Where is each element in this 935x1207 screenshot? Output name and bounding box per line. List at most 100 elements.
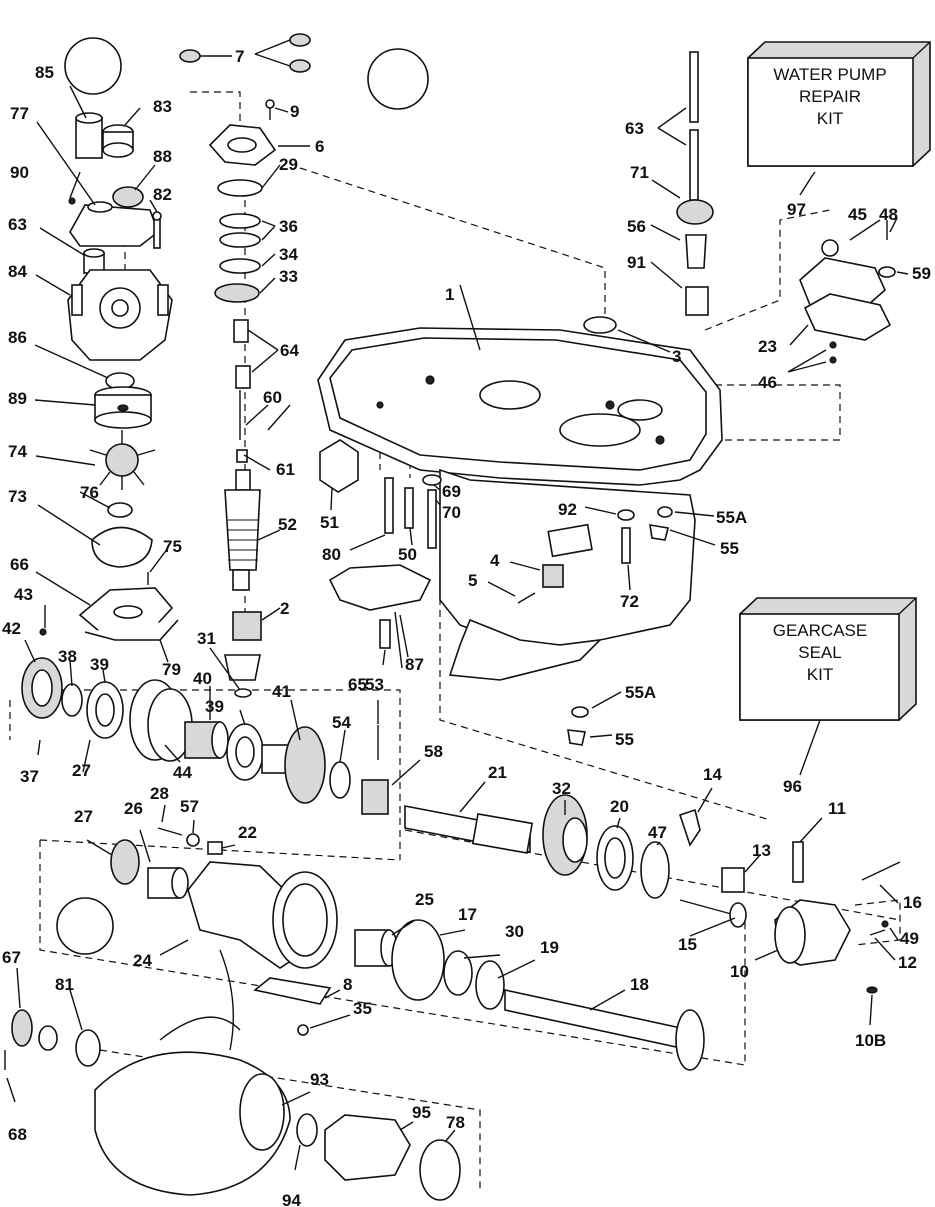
label-65: 65: [348, 675, 367, 694]
label-91: 91: [627, 253, 646, 272]
label-1: 1: [445, 285, 454, 304]
label-16: 16: [903, 893, 922, 912]
label-87: 87: [405, 655, 424, 674]
label-30: 30: [505, 922, 524, 941]
water-pump-kit-line-2: REPAIR: [799, 87, 861, 106]
label-61: 61: [276, 460, 295, 479]
label-27a: 27: [72, 761, 91, 780]
label-55a-lower: 55A: [625, 683, 656, 702]
label-42: 42: [2, 619, 21, 638]
label-72: 72: [620, 592, 639, 611]
label-7: 7: [235, 47, 244, 66]
label-25: 25: [415, 890, 434, 909]
label-41: 41: [272, 682, 291, 701]
label-86: 86: [8, 328, 27, 347]
label-50: 50: [398, 545, 417, 564]
label-49: 49: [900, 929, 919, 948]
label-2: 2: [280, 599, 289, 618]
label-55b: 55: [615, 730, 634, 749]
label-17: 17: [458, 905, 477, 924]
label-3: 3: [672, 347, 681, 366]
label-21: 21: [488, 763, 507, 782]
label-5: 5: [468, 571, 477, 590]
label-35: 35: [353, 999, 372, 1018]
label-73: 73: [8, 487, 27, 506]
label-96: 96: [783, 777, 802, 796]
label-63-right: 63: [625, 119, 644, 138]
label-38: 38: [58, 647, 77, 666]
label-94: 94: [282, 1191, 301, 1207]
label-36: 36: [279, 217, 298, 236]
water-pump-repair-kit-box: WATER PUMP REPAIR KIT: [747, 41, 931, 167]
label-45: 45: [848, 205, 867, 224]
label-40: 40: [193, 669, 212, 688]
label-84: 84: [8, 262, 27, 281]
label-93: 93: [310, 1070, 329, 1089]
label-81: 81: [55, 975, 74, 994]
label-55a-upper: 55A: [716, 508, 747, 527]
label-20: 20: [610, 797, 629, 816]
label-23: 23: [758, 337, 777, 356]
label-43: 43: [14, 585, 33, 604]
label-55a: 55: [720, 539, 739, 558]
label-79: 79: [162, 660, 181, 679]
label-66: 66: [10, 555, 29, 574]
water-pump-kit-line-3: KIT: [817, 109, 843, 128]
label-39b: 39: [205, 697, 224, 716]
label-76: 76: [80, 483, 99, 502]
part-number-labels: 1 2 3 4 5 6 7 8 9 10 10B 11 12 13 14 15 …: [2, 47, 931, 1207]
label-15: 15: [678, 935, 697, 954]
gearcase-seal-kit-line-3: KIT: [807, 665, 833, 684]
label-28: 28: [150, 784, 169, 803]
label-64: 64: [280, 341, 299, 360]
label-63-left: 63: [8, 215, 27, 234]
label-60: 60: [263, 388, 282, 407]
label-95: 95: [412, 1103, 431, 1122]
label-12: 12: [898, 953, 917, 972]
label-46: 46: [758, 373, 777, 392]
label-56: 56: [627, 217, 646, 236]
gearcase-housing: [317, 327, 723, 681]
label-4: 4: [490, 551, 500, 570]
gearcase-seal-kit-line-2: SEAL: [798, 643, 841, 662]
label-39a: 39: [90, 655, 109, 674]
label-9: 9: [290, 102, 299, 121]
label-14: 14: [703, 765, 722, 784]
label-29: 29: [279, 155, 298, 174]
gearcase-seal-kit-line-1: GEARCASE: [773, 621, 867, 640]
label-11: 11: [828, 799, 846, 818]
leader-lines: [6, 39, 909, 1171]
label-32: 32: [552, 779, 571, 798]
label-67: 67: [2, 948, 21, 967]
label-85: 85: [35, 63, 54, 82]
label-82: 82: [153, 185, 172, 204]
label-54: 54: [332, 713, 351, 732]
label-53: 53: [365, 675, 384, 694]
label-74: 74: [8, 442, 27, 461]
label-10b: 10B: [855, 1031, 886, 1050]
label-80: 80: [322, 545, 341, 564]
label-71: 71: [630, 163, 649, 182]
label-59: 59: [912, 264, 931, 283]
label-88: 88: [153, 147, 172, 166]
label-6: 6: [315, 137, 324, 156]
label-58: 58: [424, 742, 443, 761]
label-24: 24: [133, 951, 152, 970]
label-48: 48: [879, 205, 898, 224]
upper-right-parts: [56, 37, 896, 955]
label-19: 19: [540, 938, 559, 957]
label-47: 47: [648, 823, 667, 842]
gear-train-parts: [21, 657, 901, 994]
label-37: 37: [20, 767, 39, 786]
label-44: 44: [173, 763, 192, 782]
label-77: 77: [10, 104, 29, 123]
label-89: 89: [8, 389, 27, 408]
label-18: 18: [630, 975, 649, 994]
label-33: 33: [279, 267, 298, 286]
label-31: 31: [197, 629, 216, 648]
label-8: 8: [343, 975, 352, 994]
label-27b: 27: [74, 807, 93, 826]
label-78: 78: [446, 1113, 465, 1132]
label-68: 68: [8, 1125, 27, 1144]
